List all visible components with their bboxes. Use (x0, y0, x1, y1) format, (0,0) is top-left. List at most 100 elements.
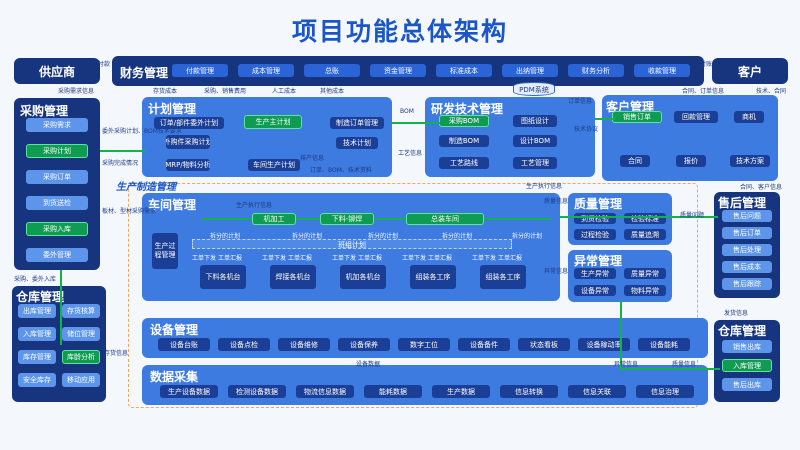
rnd-item[interactable]: 设计BOM (513, 135, 557, 147)
quality-item[interactable]: 检验标准 (624, 213, 666, 224)
exception-item[interactable]: 物料异常 (624, 285, 666, 296)
shift-plan[interactable]: 班组计划 (192, 239, 512, 249)
equipment-module: 设备管理 设备台账设备点检设备维修设备保养数字工位设备备件状态看板设备稼动率设备… (142, 318, 708, 358)
aftersales-item[interactable]: 售后问题 (722, 210, 772, 222)
finance-item[interactable]: 成本管理 (238, 64, 294, 77)
production-label: 生产制造管理 (116, 182, 176, 193)
procurement-item[interactable]: 采购计划 (26, 144, 88, 158)
plan-item[interactable]: 技术计划 (336, 137, 378, 149)
crm-title: 客户管理 (606, 100, 655, 114)
plan-item[interactable]: 车间生产计划 (248, 159, 300, 171)
flow-label: 其他成本 (320, 88, 345, 95)
flow-label: 板材、型材采购需求 (102, 208, 157, 215)
equipment-item[interactable]: 设备能耗 (638, 338, 690, 351)
finance-item[interactable]: 出纳管理 (502, 64, 558, 77)
stage-item[interactable]: 下料-铆焊 (320, 213, 374, 225)
warehouse-item[interactable]: 库龄分析 (62, 350, 100, 364)
finance-item[interactable]: 收款管理 (634, 64, 690, 77)
exception-item[interactable]: 质量异常 (624, 268, 666, 279)
unit-item[interactable]: 组装各工序 (480, 265, 526, 289)
crm-item[interactable]: 合同 (620, 155, 650, 167)
quality-item[interactable]: 过程检验 (574, 229, 616, 240)
rnd-item[interactable]: 图纸设计 (513, 115, 557, 127)
warehouse-item[interactable]: 安全库存 (18, 373, 56, 387)
crm-item[interactable]: 报价 (676, 155, 706, 167)
plan-item[interactable]: 订单/部件委外计划 (154, 117, 224, 129)
crm-item[interactable]: 商机 (734, 111, 764, 123)
finance-item[interactable]: 资金管理 (370, 64, 426, 77)
equipment-item[interactable]: 设备维修 (278, 338, 330, 351)
stage-item[interactable]: 机加工 (252, 213, 296, 225)
workshop-unit: 工单下发工单汇报机加各机台 (332, 253, 392, 293)
finance-item[interactable]: 标准成本 (436, 64, 492, 77)
plan-item[interactable]: MRP/物料分析 (166, 159, 210, 171)
warehouse-right-module: 仓库管理 销售出库入库管理售后出库 (714, 320, 780, 402)
unit-item[interactable]: 机加各机台 (340, 265, 386, 289)
procurement-item[interactable]: 采购需求 (26, 118, 88, 132)
warehouse-item[interactable]: 库存管理 (18, 350, 56, 364)
procurement-item[interactable]: 采购入库 (26, 222, 88, 236)
equipment-item[interactable]: 设备保养 (338, 338, 390, 351)
exception-item[interactable]: 生产异常 (574, 268, 616, 279)
rnd-item[interactable]: 采购BOM (439, 115, 489, 127)
aftersales-item[interactable]: 售后订单 (722, 227, 772, 239)
crm-item[interactable]: 回款管理 (674, 111, 718, 123)
procurement-item[interactable]: 采购订单 (26, 170, 88, 184)
aftersales-item[interactable]: 售后处理 (722, 244, 772, 256)
equipment-item[interactable]: 设备稼动率 (578, 338, 630, 351)
data-item[interactable]: 信息治理 (636, 385, 694, 398)
warehouse-item[interactable]: 储位管理 (62, 327, 100, 341)
equipment-item[interactable]: 状态看板 (518, 338, 570, 351)
exception-item[interactable]: 设备异常 (574, 285, 616, 296)
flow-label: 存货成本 (153, 88, 178, 95)
quality-item[interactable]: 质量追溯 (624, 229, 666, 240)
flow-label: 存货信息 (104, 350, 129, 357)
data-item[interactable]: 信息关联 (568, 385, 626, 398)
warehouse-item[interactable]: 销售出库 (722, 340, 772, 353)
data-item[interactable]: 信息转换 (500, 385, 558, 398)
pdm-system: PDM系统 (513, 82, 555, 96)
rnd-item[interactable]: 工艺管理 (513, 157, 557, 169)
work-order-label: 工单下发 (192, 255, 217, 262)
plan-item[interactable]: 制造订单管理 (330, 117, 384, 129)
data-item[interactable]: 能耗数据 (364, 385, 422, 398)
crm-item[interactable]: 技术方案 (730, 155, 770, 167)
warehouse-left-title: 仓库管理 (16, 290, 65, 304)
warehouse-item[interactable]: 出库管理 (18, 304, 56, 318)
finance-item[interactable]: 总账 (304, 64, 360, 77)
connector-line (560, 216, 718, 218)
data-item[interactable]: 生产设备数据 (160, 385, 218, 398)
plan-item[interactable]: 生产主计划 (244, 115, 302, 129)
plan-item[interactable]: 外购件采购计划 (166, 135, 210, 149)
unit-item[interactable]: 下料各机台 (200, 265, 246, 289)
warehouse-item[interactable]: 售后出库 (722, 378, 772, 391)
process-management[interactable]: 生产过程管理 (152, 233, 178, 269)
equipment-item[interactable]: 设备备件 (458, 338, 510, 351)
finance-item[interactable]: 付款管理 (172, 64, 228, 77)
procurement-item[interactable]: 到货送检 (26, 196, 88, 210)
equipment-item[interactable]: 设备点检 (218, 338, 270, 351)
warehouse-item[interactable]: 入库管理 (18, 327, 56, 341)
warehouse-item[interactable]: 移动应用 (62, 373, 100, 387)
procurement-module: 采购管理 采购需求采购计划采购订单到货送检采购入库委外管理 (14, 98, 100, 270)
aftersales-item[interactable]: 售后跟踪 (722, 278, 772, 290)
exception-title: 异常管理 (574, 254, 623, 268)
data-item[interactable]: 物流信息数据 (296, 385, 354, 398)
crm-item[interactable]: 销售订单 (612, 111, 662, 123)
rnd-item[interactable]: 制造BOM (439, 135, 489, 147)
warehouse-item[interactable]: 入库管理 (722, 359, 772, 372)
equipment-item[interactable]: 数字工位 (398, 338, 450, 351)
equipment-item[interactable]: 设备台账 (158, 338, 210, 351)
data-item[interactable]: 检测设备数据 (228, 385, 286, 398)
data-item[interactable]: 生产数据 (432, 385, 490, 398)
unit-item[interactable]: 组装各工序 (410, 265, 456, 289)
quality-item[interactable]: 到货检验 (574, 213, 616, 224)
procurement-item[interactable]: 委外管理 (26, 248, 88, 262)
stage-item[interactable]: 总装车间 (406, 213, 484, 225)
rnd-item[interactable]: 工艺路线 (439, 157, 489, 169)
workshop-unit: 工单下发工单汇报焊接各机台 (262, 253, 322, 293)
warehouse-item[interactable]: 存货核算 (62, 304, 100, 318)
finance-item[interactable]: 财务分析 (568, 64, 624, 77)
aftersales-item[interactable]: 售后成本 (722, 261, 772, 273)
unit-item[interactable]: 焊接各机台 (270, 265, 316, 289)
